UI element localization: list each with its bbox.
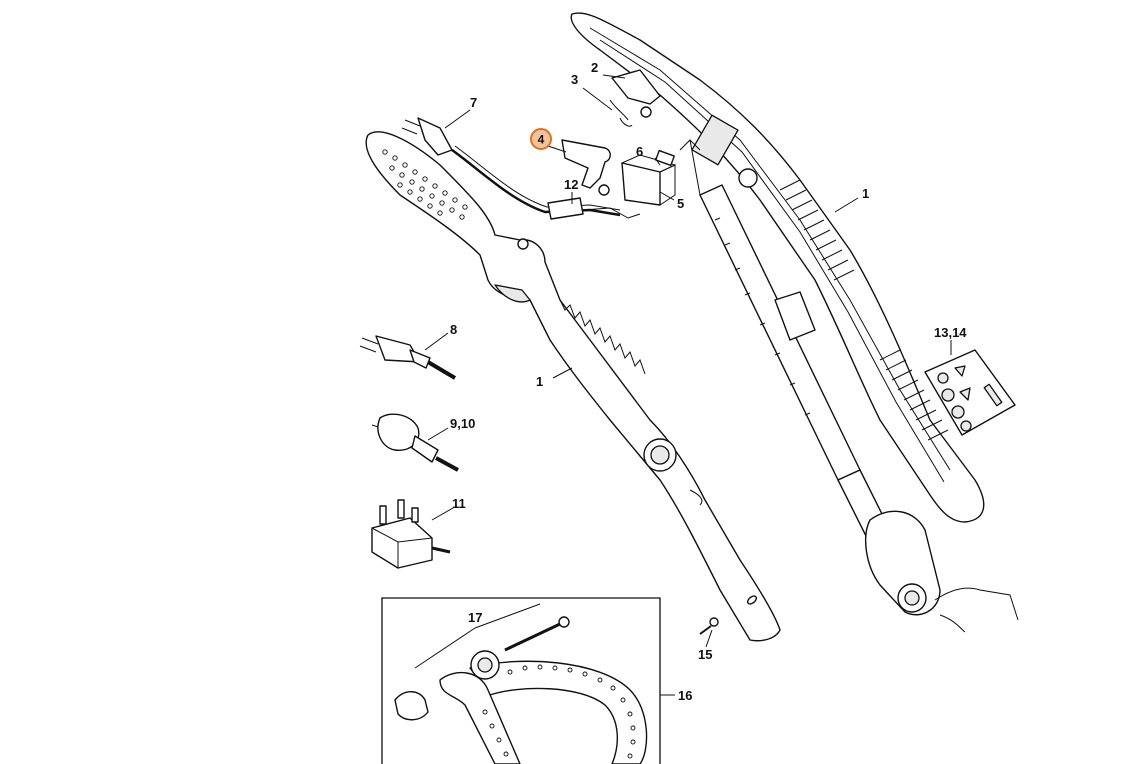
spring-part-3[interactable] bbox=[609, 99, 633, 127]
callout-12: 12 bbox=[564, 177, 578, 192]
part-6[interactable] bbox=[655, 149, 675, 167]
callout-7: 7 bbox=[470, 95, 477, 110]
plug-part-9-10[interactable] bbox=[371, 413, 459, 472]
trigger-part-4[interactable] bbox=[561, 139, 611, 196]
callout-8: 8 bbox=[450, 322, 457, 337]
callout-1-housing: 1 bbox=[862, 186, 869, 201]
callout-5: 5 bbox=[677, 196, 684, 211]
callout-1-handle: 1 bbox=[536, 374, 543, 389]
callout-11: 11 bbox=[452, 496, 466, 511]
callout-labels: 1 1 2 3 6 5 7 12 8 9,10 11 13,14 15 16 1… bbox=[450, 60, 967, 703]
detail-box-16[interactable] bbox=[381, 597, 661, 764]
screw-part-15[interactable] bbox=[699, 617, 719, 635]
cable-part-7[interactable] bbox=[401, 117, 621, 217]
callout-4-highlighted[interactable]: 4 bbox=[530, 128, 552, 150]
callout-15: 15 bbox=[698, 647, 712, 662]
highlight-ring bbox=[530, 128, 552, 150]
housing-part-1[interactable] bbox=[570, 12, 985, 523]
cable-part-12[interactable] bbox=[547, 197, 641, 220]
plug-part-8[interactable] bbox=[359, 335, 457, 380]
handle-part-1[interactable] bbox=[365, 131, 781, 642]
label-part-13-14[interactable] bbox=[924, 349, 1016, 436]
leader-lines bbox=[414, 74, 952, 696]
callout-6: 6 bbox=[636, 144, 643, 159]
switch-part-2[interactable] bbox=[611, 69, 661, 118]
callout-13-14: 13,14 bbox=[934, 325, 967, 340]
callout-9-10: 9,10 bbox=[450, 416, 475, 431]
inner-shaft bbox=[679, 139, 1019, 633]
callout-2: 2 bbox=[591, 60, 598, 75]
handle-grip-dots bbox=[382, 149, 468, 220]
callout-3: 3 bbox=[571, 72, 578, 87]
callout-17: 17 bbox=[468, 610, 482, 625]
plug-part-11[interactable] bbox=[371, 499, 451, 569]
callout-16: 16 bbox=[678, 688, 692, 703]
callout-4: 4 bbox=[538, 133, 545, 147]
